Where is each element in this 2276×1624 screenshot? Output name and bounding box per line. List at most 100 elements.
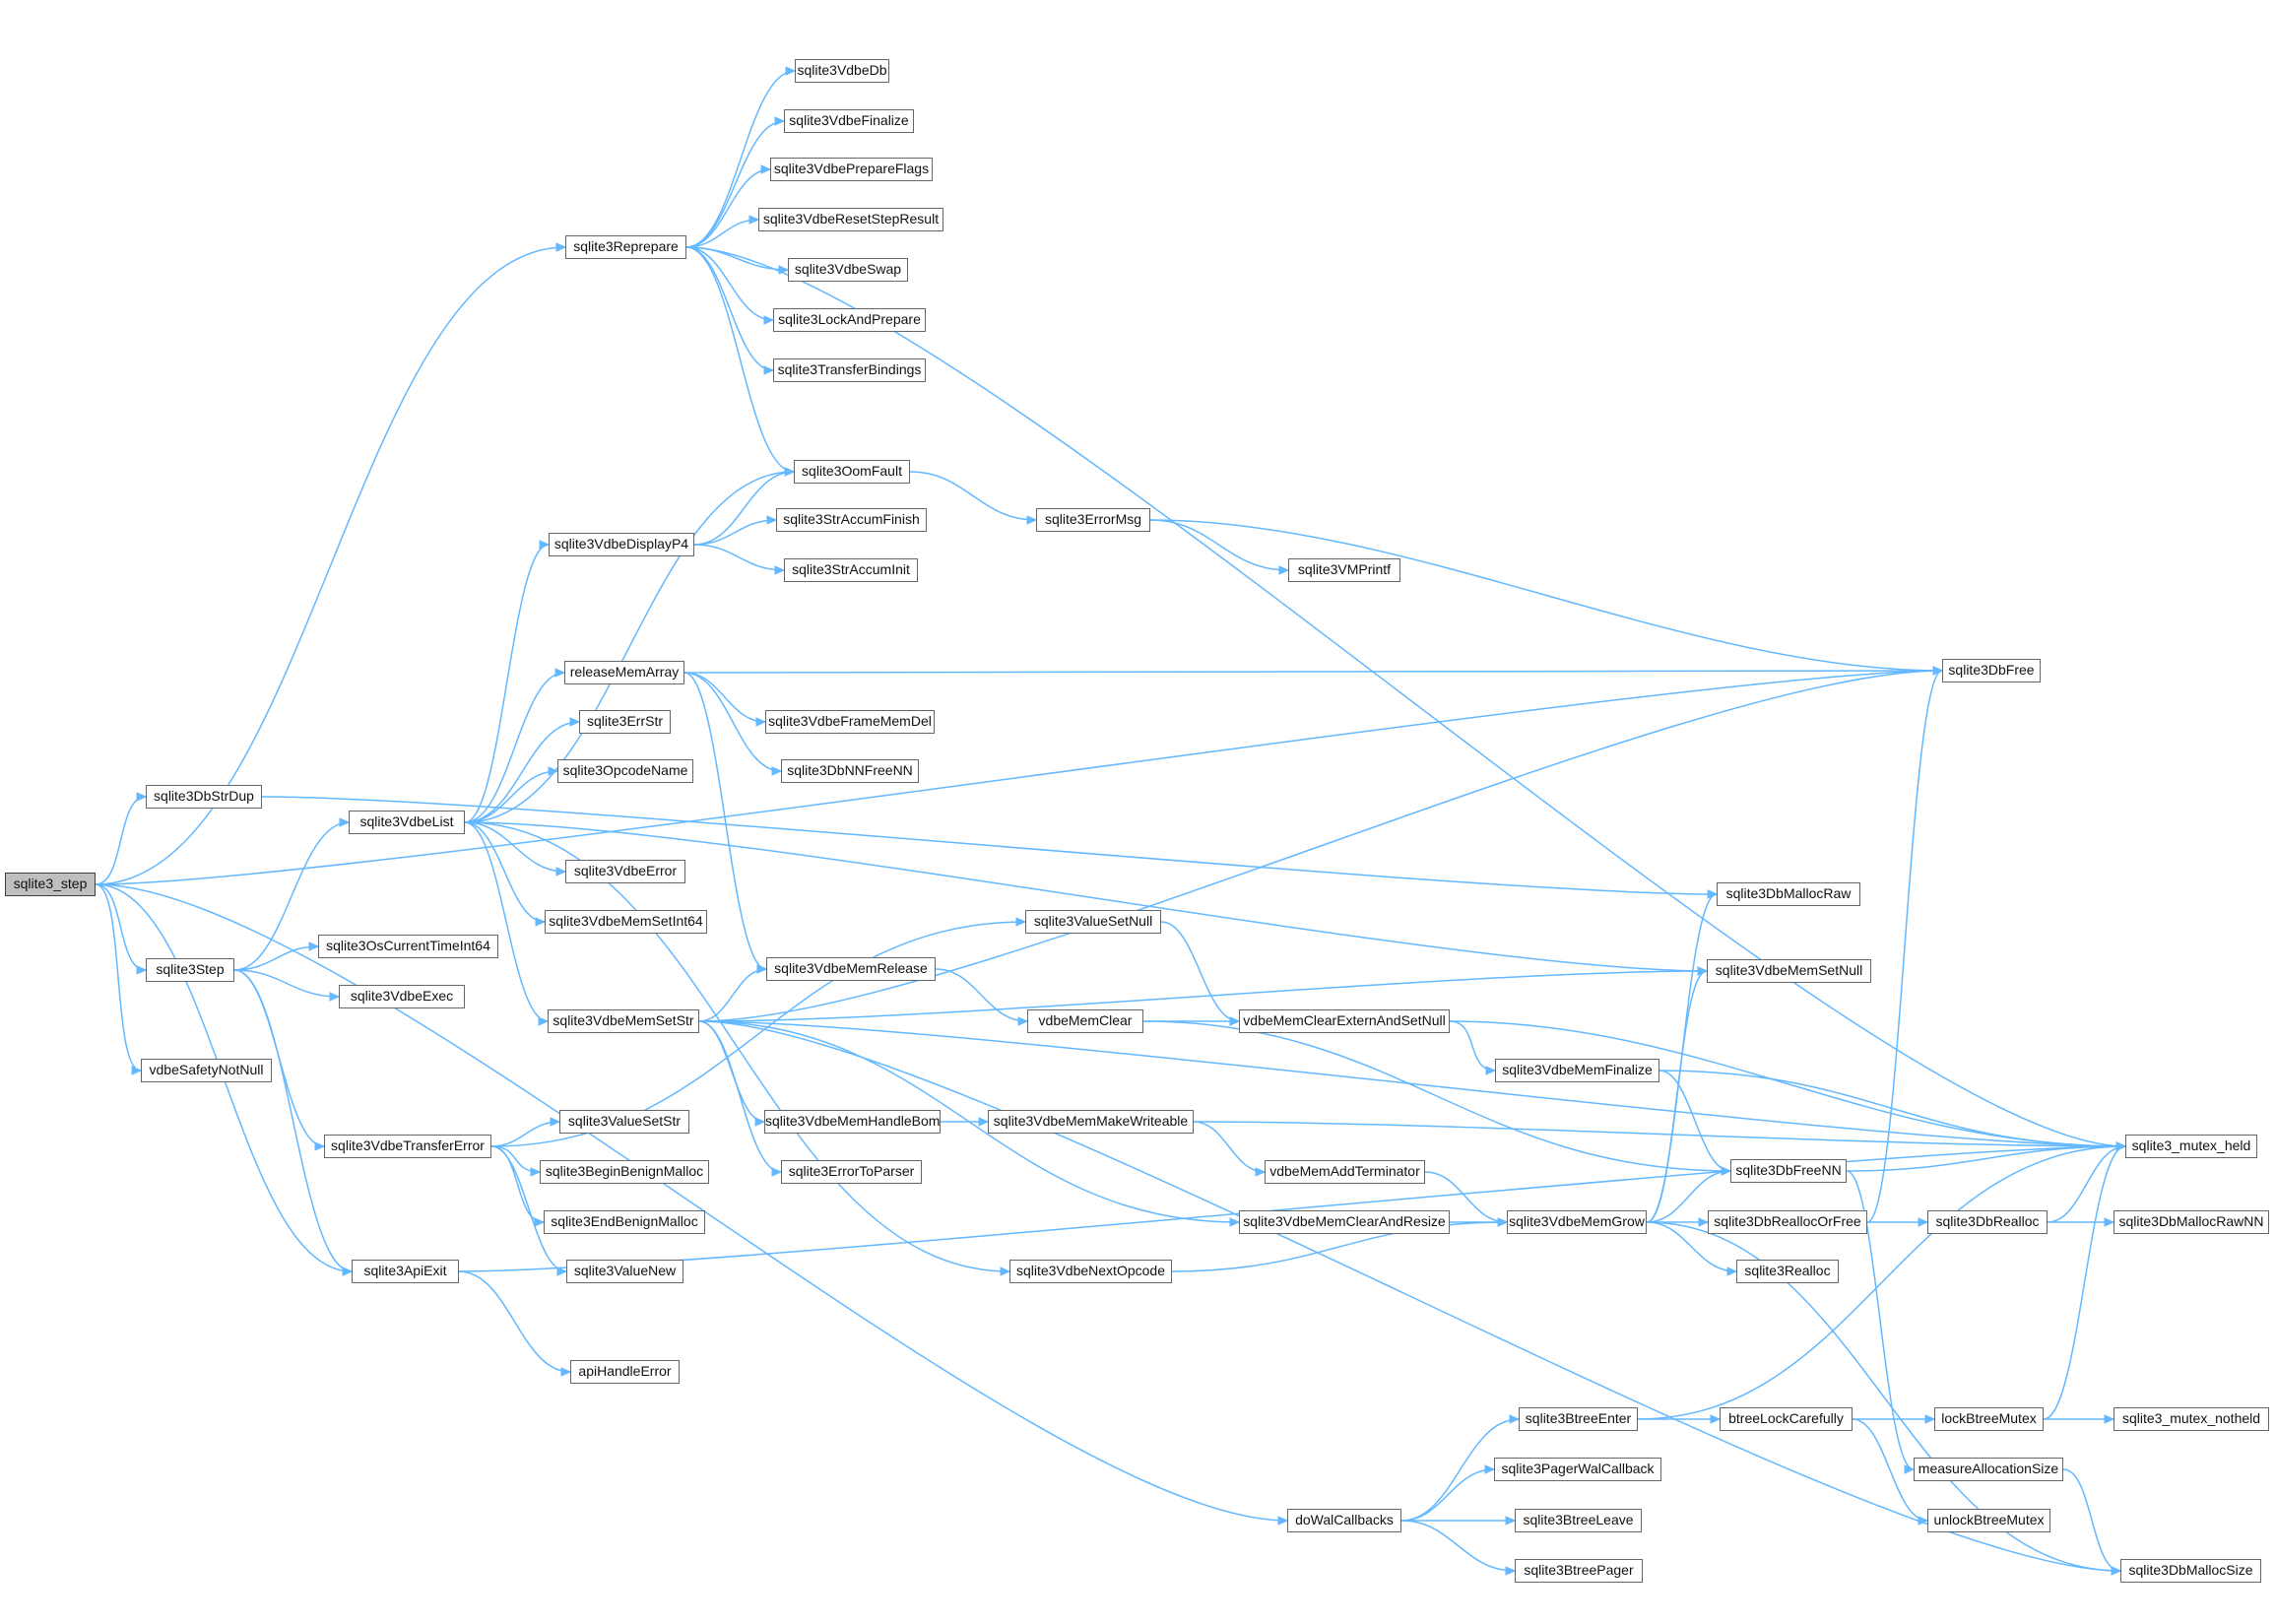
graph-node-vdbeMemClearExternAndSetNull[interactable]: vdbeMemClearExternAndSetNull <box>1239 1009 1450 1033</box>
graph-node-sqlite3VdbeMemClearAndResize[interactable]: sqlite3VdbeMemClearAndResize <box>1239 1210 1450 1234</box>
graph-node-sqlite3VdbePrepareFlags[interactable]: sqlite3VdbePrepareFlags <box>770 158 933 181</box>
graph-node-sqlite3VdbeFinalize[interactable]: sqlite3VdbeFinalize <box>784 109 914 133</box>
arrowhead-sqlite3VdbeList <box>339 817 351 827</box>
arrowhead-doWalCallbacks <box>1277 1516 1289 1526</box>
edge-sqlite3VdbeMemSetStr-to-sqlite3VdbeMemSetNull <box>698 970 1708 1022</box>
graph-node-sqlite3Realloc[interactable]: sqlite3Realloc <box>1736 1260 1839 1283</box>
graph-node-sqlite3OomFault[interactable]: sqlite3OomFault <box>794 460 910 484</box>
graph-node-doWalCallbacks[interactable]: doWalCallbacks <box>1287 1509 1401 1532</box>
graph-node-sqlite3PagerWalCallback[interactable]: sqlite3PagerWalCallback <box>1494 1458 1661 1481</box>
graph-node-sqlite3VdbeMemSetStr[interactable]: sqlite3VdbeMemSetStr <box>548 1009 699 1033</box>
graph-node-sqlite3ValueSetNull[interactable]: sqlite3ValueSetNull <box>1025 910 1161 934</box>
graph-node-apiHandleError[interactable]: apiHandleError <box>570 1360 680 1384</box>
arrowhead-sqlite3VdbeMemSetNull <box>1697 966 1709 976</box>
arrowhead-sqlite3OomFault <box>784 467 796 477</box>
edge-sqlite3VdbeMemFinalize-to-sqlite3_mutex_held <box>1658 1070 2126 1147</box>
graph-node-sqlite3BeginBenignMalloc[interactable]: sqlite3BeginBenignMalloc <box>540 1160 709 1184</box>
edge-sqlite3_step-to-sqlite3Reprepare <box>95 246 566 885</box>
graph-node-btreeLockCarefully[interactable]: btreeLockCarefully <box>1720 1407 1853 1431</box>
graph-node-sqlite3VMPrintf[interactable]: sqlite3VMPrintf <box>1288 558 1400 582</box>
graph-node-sqlite3StrAccumInit[interactable]: sqlite3StrAccumInit <box>784 558 918 582</box>
arrowhead-sqlite3VdbeFrameMemDel <box>755 717 767 727</box>
graph-node-sqlite3-mutex-held[interactable]: sqlite3_mutex_held <box>2125 1135 2257 1158</box>
arrowhead-sqlite3ErrorToParser <box>771 1167 783 1177</box>
graph-node-sqlite3BtreeEnter[interactable]: sqlite3BtreeEnter <box>1519 1407 1638 1431</box>
arrowhead-sqlite3LockAndPrepare <box>763 315 775 325</box>
edge-releaseMemArray-to-sqlite3VdbeMemRelease <box>683 672 767 970</box>
edge-sqlite3VdbeMemMakeWriteable-to-sqlite3_mutex_held <box>1193 1121 2126 1147</box>
graph-node-sqlite3VdbeError[interactable]: sqlite3VdbeError <box>565 860 685 883</box>
graph-node-vdbeMemAddTerminator[interactable]: vdbeMemAddTerminator <box>1265 1160 1425 1184</box>
graph-node-sqlite3-step[interactable]: sqlite3_step <box>5 873 96 896</box>
arrowhead-sqlite3DbFree <box>1932 666 1944 676</box>
arrowhead-sqlite3ValueSetNull <box>1015 917 1027 927</box>
graph-node-sqlite3ValueSetStr[interactable]: sqlite3ValueSetStr <box>559 1110 689 1134</box>
graph-node-sqlite3VdbeList[interactable]: sqlite3VdbeList <box>349 811 465 834</box>
graph-node-sqlite3VdbeDisplayP4[interactable]: sqlite3VdbeDisplayP4 <box>549 533 694 556</box>
graph-node-sqlite3ValueNew[interactable]: sqlite3ValueNew <box>566 1260 683 1283</box>
graph-node-sqlite3VdbeMemGrow[interactable]: sqlite3VdbeMemGrow <box>1507 1210 1647 1234</box>
edge-sqlite3OomFault-to-sqlite3ErrorMsg <box>909 471 1037 521</box>
graph-node-sqlite3BtreePager[interactable]: sqlite3BtreePager <box>1515 1559 1643 1583</box>
graph-node-sqlite3DbMallocRaw[interactable]: sqlite3DbMallocRaw <box>1717 882 1860 906</box>
graph-node-sqlite3EndBenignMalloc[interactable]: sqlite3EndBenignMalloc <box>544 1210 705 1234</box>
graph-node-sqlite3VdbeSwap[interactable]: sqlite3VdbeSwap <box>788 258 908 282</box>
graph-node-sqlite3VdbeMemFinalize[interactable]: sqlite3VdbeMemFinalize <box>1495 1059 1659 1082</box>
graph-node-sqlite3ApiExit[interactable]: sqlite3ApiExit <box>352 1260 459 1283</box>
graph-node-sqlite3StrAccumFinish[interactable]: sqlite3StrAccumFinish <box>776 508 927 532</box>
graph-node-sqlite3VdbeDb[interactable]: sqlite3VdbeDb <box>795 59 889 83</box>
arrowhead-sqlite3_mutex_notheld <box>2104 1414 2115 1424</box>
arrowhead-vdbeMemClearExternAndSetNull <box>1229 1016 1241 1026</box>
graph-node-sqlite3DbStrDup[interactable]: sqlite3DbStrDup <box>146 785 262 809</box>
graph-node-sqlite3VdbeTransferError[interactable]: sqlite3VdbeTransferError <box>324 1135 491 1158</box>
graph-node-sqlite3VdbeMemSetNull[interactable]: sqlite3VdbeMemSetNull <box>1707 959 1871 983</box>
arrowhead-sqlite3VdbeMemRelease <box>756 964 768 974</box>
graph-node-sqlite3VdbeMemHandleBom[interactable]: sqlite3VdbeMemHandleBom <box>764 1110 941 1134</box>
graph-node-sqlite3BtreeLeave[interactable]: sqlite3BtreeLeave <box>1515 1509 1642 1532</box>
edge-doWalCallbacks-to-sqlite3BtreePager <box>1400 1520 1516 1572</box>
graph-node-sqlite3TransferBindings[interactable]: sqlite3TransferBindings <box>773 358 926 382</box>
graph-node-sqlite3LockAndPrepare[interactable]: sqlite3LockAndPrepare <box>773 308 926 332</box>
graph-node-sqlite3OsCurrentTimeInt64[interactable]: sqlite3OsCurrentTimeInt64 <box>318 935 498 958</box>
graph-node-sqlite3Reprepare[interactable]: sqlite3Reprepare <box>565 235 686 259</box>
edge-sqlite3Reprepare-to-sqlite3VdbeFinalize <box>685 120 785 248</box>
edge-sqlite3VdbeList-to-sqlite3VdbeDisplayP4 <box>464 544 550 823</box>
graph-node-sqlite3OpcodeName[interactable]: sqlite3OpcodeName <box>557 759 693 783</box>
graph-node-sqlite3DbReallocOrFree[interactable]: sqlite3DbReallocOrFree <box>1708 1210 1867 1234</box>
graph-node-sqlite3DbFree[interactable]: sqlite3DbFree <box>1942 659 2041 682</box>
graph-node-sqlite3ErrorMsg[interactable]: sqlite3ErrorMsg <box>1036 508 1150 532</box>
graph-node-sqlite3DbRealloc[interactable]: sqlite3DbRealloc <box>1927 1210 2048 1234</box>
graph-node-sqlite3ErrStr[interactable]: sqlite3ErrStr <box>579 710 671 734</box>
graph-node-sqlite3DbNNFreeNN[interactable]: sqlite3DbNNFreeNN <box>781 759 919 783</box>
graph-node-sqlite3VdbeExec[interactable]: sqlite3VdbeExec <box>339 985 465 1008</box>
arrowhead-sqlite3_mutex_held <box>2115 1141 2127 1151</box>
graph-node-vdbeSafetyNotNull[interactable]: vdbeSafetyNotNull <box>141 1059 272 1082</box>
graph-node-unlockBtreeMutex[interactable]: unlockBtreeMutex <box>1927 1509 2050 1532</box>
graph-node-sqlite3DbFreeNN[interactable]: sqlite3DbFreeNN <box>1730 1159 1847 1183</box>
edge-sqlite3VdbeList-to-sqlite3VdbeMemSetInt64 <box>464 821 546 923</box>
graph-node-sqlite3VdbeFrameMemDel[interactable]: sqlite3VdbeFrameMemDel <box>765 710 935 734</box>
graph-node-lockBtreeMutex[interactable]: lockBtreeMutex <box>1934 1407 2044 1431</box>
graph-node-measureAllocationSize[interactable]: measureAllocationSize <box>1914 1458 2063 1481</box>
edge-sqlite3VdbeDisplayP4-to-sqlite3OomFault <box>693 471 795 546</box>
graph-node-sqlite3DbMallocRawNN[interactable]: sqlite3DbMallocRawNN <box>2113 1210 2269 1234</box>
graph-node-sqlite3-mutex-notheld[interactable]: sqlite3_mutex_notheld <box>2113 1407 2269 1431</box>
graph-node-sqlite3VdbeResetStepResult[interactable]: sqlite3VdbeResetStepResult <box>758 208 943 231</box>
graph-node-sqlite3VdbeNextOpcode[interactable]: sqlite3VdbeNextOpcode <box>1009 1260 1172 1283</box>
edge-sqlite3VdbeList-to-sqlite3VdbeError <box>464 821 566 873</box>
graph-node-sqlite3ErrorToParser[interactable]: sqlite3ErrorToParser <box>781 1160 922 1184</box>
arrowhead-sqlite3VdbeMemSetInt64 <box>535 917 547 927</box>
graph-node-sqlite3VdbeMemSetInt64[interactable]: sqlite3VdbeMemSetInt64 <box>545 910 707 934</box>
arrowhead-vdbeMemClear <box>1017 1016 1029 1026</box>
graph-node-vdbeMemClear[interactable]: vdbeMemClear <box>1027 1009 1143 1033</box>
graph-node-releaseMemArray[interactable]: releaseMemArray <box>564 661 684 684</box>
graph-node-sqlite3DbMallocSize[interactable]: sqlite3DbMallocSize <box>2120 1559 2261 1583</box>
arrowhead-sqlite3VdbeMemClearAndResize <box>1229 1217 1241 1227</box>
arrowhead-sqlite3DbMallocSize <box>2111 1566 2122 1576</box>
graph-node-sqlite3VdbeMemRelease[interactable]: sqlite3VdbeMemRelease <box>766 957 936 981</box>
arrowhead-lockBtreeMutex <box>1924 1414 1936 1424</box>
graph-node-sqlite3VdbeMemMakeWriteable[interactable]: sqlite3VdbeMemMakeWriteable <box>988 1110 1194 1134</box>
arrowhead-sqlite3VdbeDb <box>785 66 797 76</box>
edge-sqlite3ApiExit-to-apiHandleError <box>458 1270 571 1373</box>
graph-node-sqlite3Step[interactable]: sqlite3Step <box>146 958 234 982</box>
